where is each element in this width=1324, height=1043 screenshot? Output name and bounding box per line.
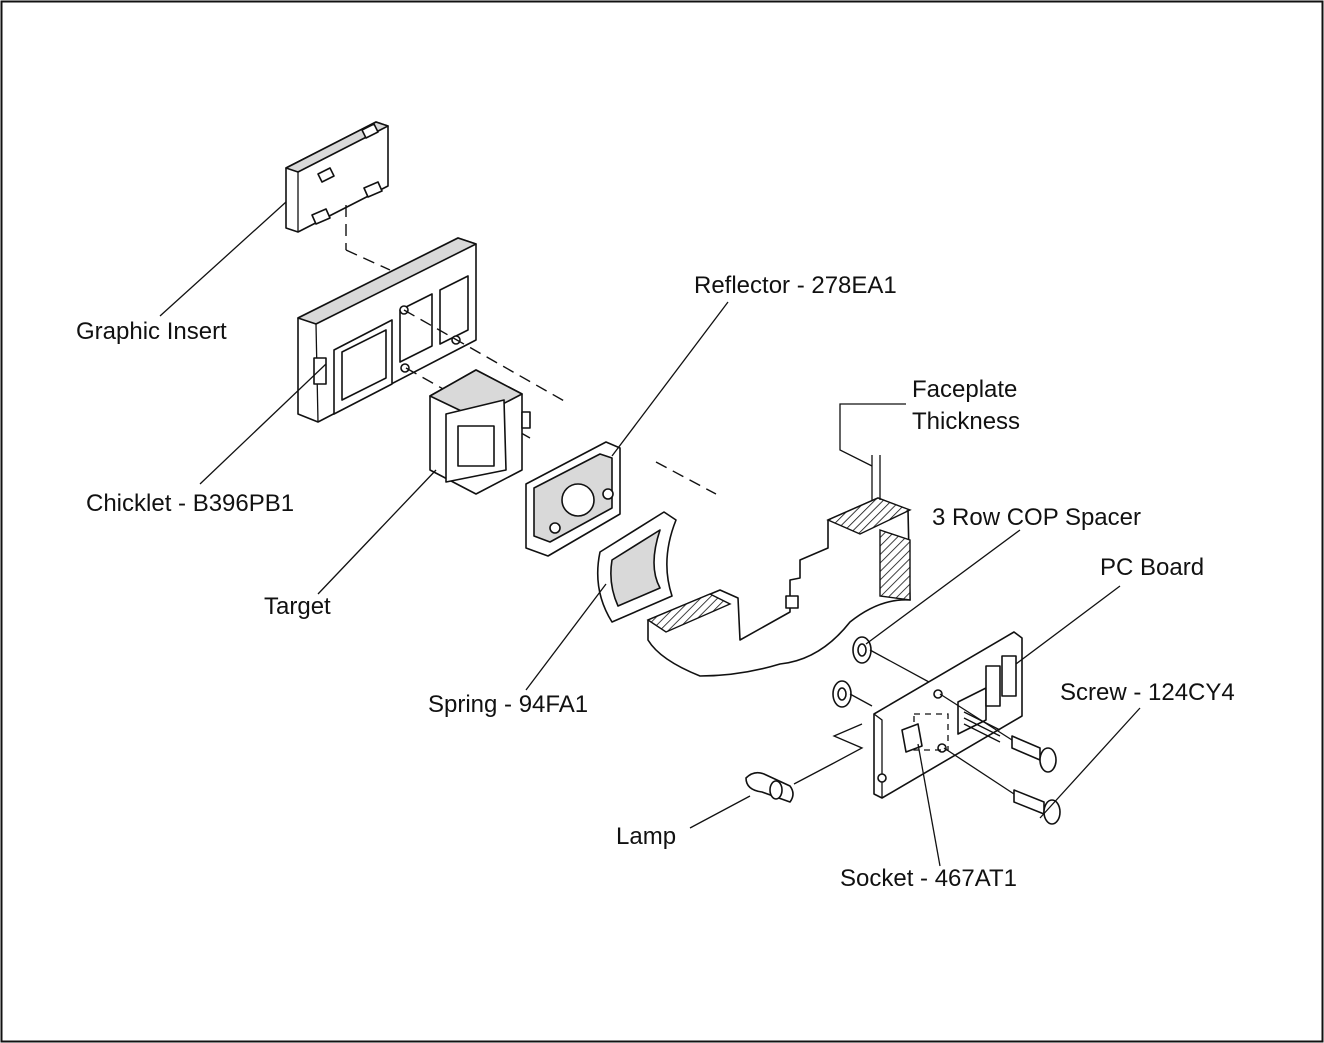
label-graphic-insert: Graphic Insert (76, 318, 227, 345)
graphic-insert-part (285, 121, 389, 233)
screw-align-2 (943, 747, 1015, 795)
label-faceplate: Faceplate (912, 376, 1017, 403)
label-cop-spacer: 3 Row COP Spacer (932, 504, 1141, 531)
label-pc-board: PC Board (1100, 554, 1204, 581)
label-socket: Socket - 467AT1 (840, 865, 1017, 892)
leader-lines (159, 201, 1141, 867)
reflector-dash (655, 461, 717, 495)
screw-align-1 (939, 693, 1013, 741)
graphic-insert-dash-2 (345, 249, 391, 271)
lamp-part (745, 771, 794, 803)
chicklet-dash-1 (403, 309, 567, 403)
screw-part (1011, 735, 1061, 825)
label-target: Target (264, 593, 331, 620)
label-screw: Screw - 124CY4 (1060, 679, 1235, 706)
pc-board-part (873, 631, 1023, 799)
reflector-part (525, 441, 621, 557)
label-thickness: Thickness (912, 408, 1020, 435)
lamp-socket-line (793, 723, 864, 785)
label-lamp: Lamp (616, 823, 676, 850)
spring-part (596, 511, 677, 623)
label-chicklet: Chicklet - B396PB1 (86, 490, 294, 517)
cop-spacer-part (832, 636, 872, 708)
target-part (429, 369, 531, 495)
label-spring: Spring - 94FA1 (428, 691, 588, 718)
chicklet-part (297, 237, 477, 423)
label-reflector: Reflector - 278EA1 (694, 272, 897, 299)
spacer-align-2 (849, 693, 873, 707)
faceplate-part (646, 455, 912, 677)
